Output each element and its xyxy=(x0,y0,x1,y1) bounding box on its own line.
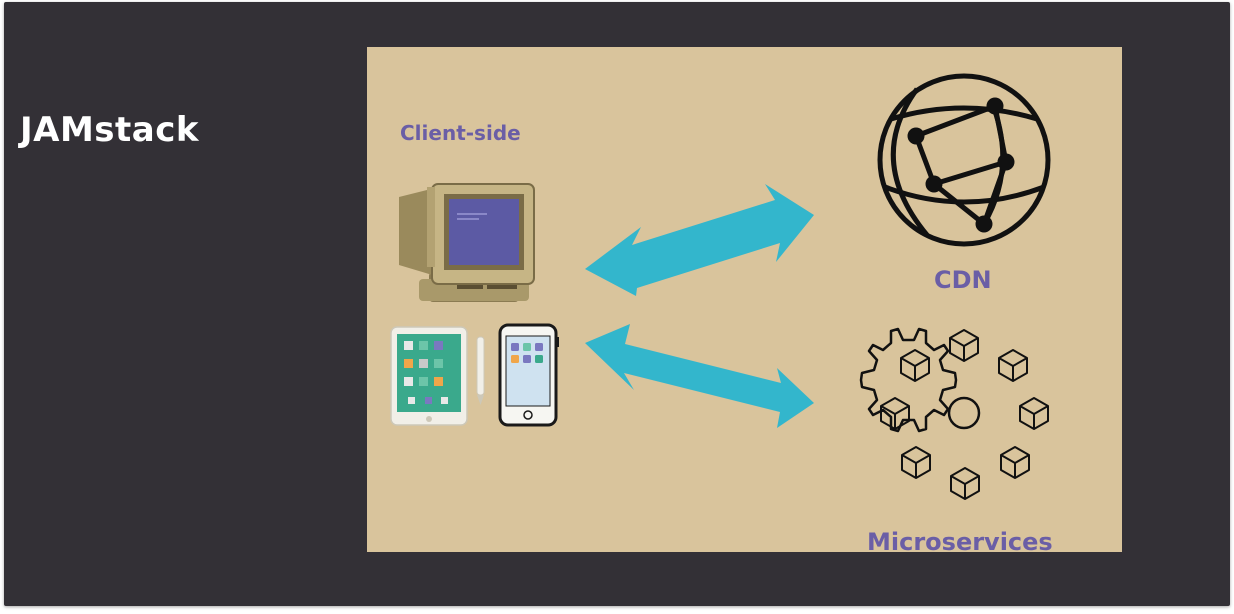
arrow-client-cdn xyxy=(585,184,814,296)
cube-icon xyxy=(880,329,1049,500)
microservices-label: Microservices xyxy=(867,528,1053,552)
diagram-canvas: Client-side xyxy=(367,47,1122,552)
arrow-client-microservices xyxy=(585,324,814,428)
gear-hub xyxy=(947,396,981,430)
globe-nodes xyxy=(907,97,1015,233)
tablet-icon xyxy=(390,326,468,426)
jamstack-diagram: Client-side xyxy=(367,47,1122,552)
slide-title: JAMstack xyxy=(20,110,199,150)
cdn-label: CDN xyxy=(934,266,992,294)
slide: JAMstack Client-side xyxy=(4,2,1230,606)
retro-computer-icon xyxy=(399,183,535,302)
globe-network-icon xyxy=(877,73,1051,247)
client-side-label: Client-side xyxy=(400,121,521,145)
stylus-icon xyxy=(476,336,485,405)
smartphone-icon xyxy=(498,323,559,427)
gear-icon xyxy=(859,327,958,433)
